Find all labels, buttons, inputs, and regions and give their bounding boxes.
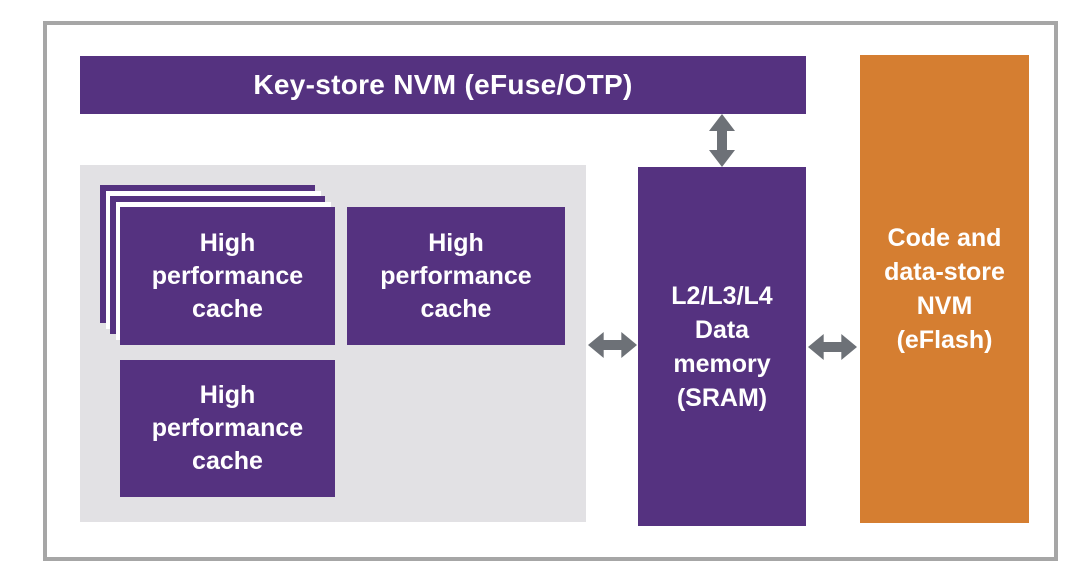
cache-box-tertiary: High performance cache [120, 360, 335, 497]
code-data-store-nvm-box: Code and data-store NVM (eFlash) [860, 55, 1029, 523]
keystore-nvm-box: Key-store NVM (eFuse/OTP) [80, 56, 806, 114]
sram-data-memory-label: L2/L3/L4 Data memory (SRAM) [671, 281, 773, 412]
cache-cluster-panel: High performance cache High performance … [80, 165, 586, 522]
code-data-store-nvm-label: Code and data-store NVM (eFlash) [884, 224, 1005, 354]
cache-box-label: High performance cache [151, 381, 304, 475]
cache-box-stacked: High performance cache [120, 207, 335, 345]
keystore-nvm-label: Key-store NVM (eFuse/OTP) [253, 69, 633, 100]
arrow-sram-nvm-icon [808, 334, 857, 360]
sram-data-memory-box: L2/L3/L4 Data memory (SRAM) [638, 167, 806, 526]
arrow-keystore-sram-icon [709, 114, 735, 167]
cache-box-secondary: High performance cache [347, 207, 565, 345]
cache-box-label: High performance cache [380, 228, 532, 323]
arrow-cache-sram-icon [588, 332, 637, 358]
cache-box-label: High performance cache [151, 228, 304, 323]
